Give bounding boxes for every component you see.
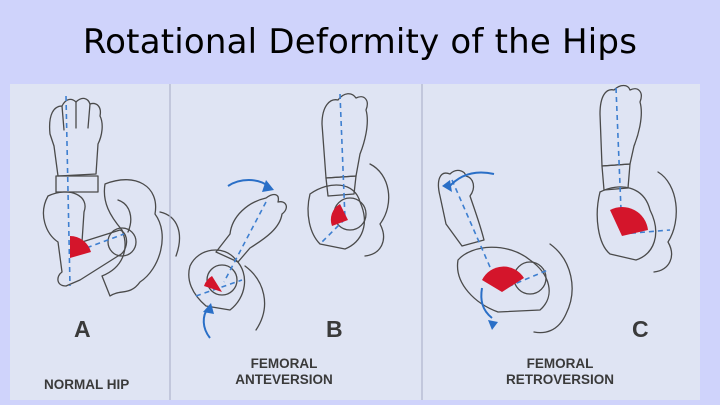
panel-b-caption-line2: ANTEVERSION	[235, 372, 333, 387]
panel-c-drawing	[437, 84, 677, 334]
axis-lines	[65, 87, 671, 297]
panel-c-caption-line2: RETROVERSION	[505, 372, 614, 387]
panel-dividers	[169, 84, 423, 400]
arrow-heads	[203, 180, 498, 330]
panel-c-letter: C	[632, 316, 649, 342]
angle-wedges	[70, 204, 648, 292]
panel-a-letter: A	[74, 316, 91, 342]
hip-rotation-figure: A B C NORMAL HIP FEMORAL ANTEVERSION FEM…	[10, 84, 700, 400]
slide-title: Rotational Deformity of the Hips	[82, 22, 638, 62]
figure-artwork	[42, 84, 677, 400]
panel-a-caption-line1: NORMAL HIP	[44, 377, 130, 392]
panel-b-caption: FEMORAL ANTEVERSION	[214, 356, 354, 388]
panel-b-drawing	[188, 93, 390, 331]
panel-a-caption: NORMAL HIP	[44, 377, 129, 393]
rotation-arrows	[202, 171, 495, 339]
panel-a-drawing	[42, 97, 181, 297]
panel-c-caption: FEMORAL RETROVERSION	[490, 356, 630, 388]
panel-b-letter: B	[326, 316, 343, 342]
panel-b-caption-line1: FEMORAL	[250, 356, 318, 371]
panel-c-caption-line1: FEMORAL	[526, 356, 594, 371]
